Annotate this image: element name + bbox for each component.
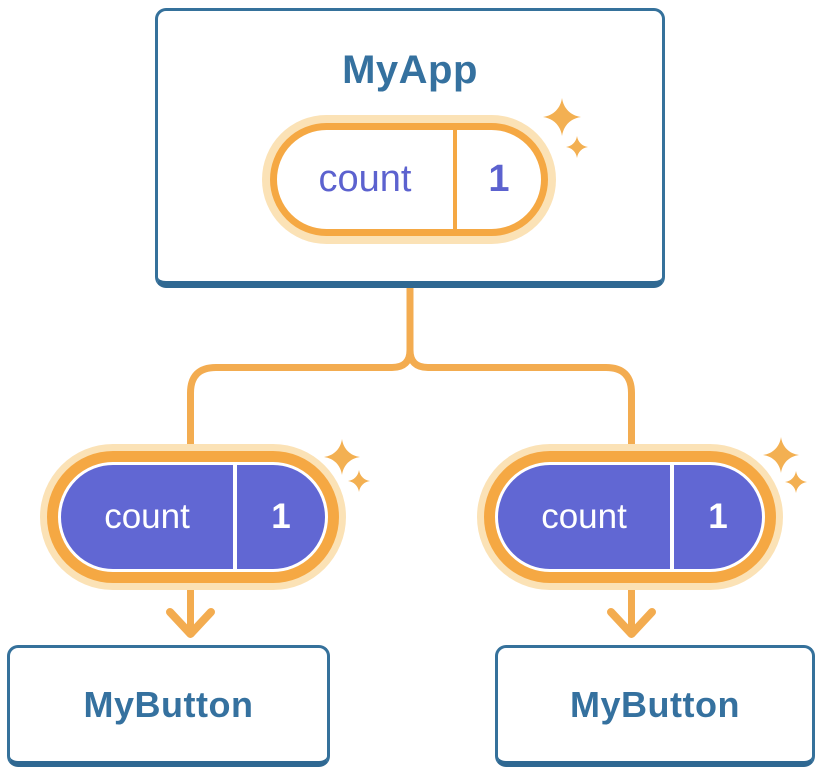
sparkle-icon — [763, 437, 799, 473]
sparkle-icon — [324, 439, 360, 475]
state-label-cell: count — [277, 130, 453, 229]
state-label-cell: count — [61, 465, 233, 569]
state-value: 1 — [488, 158, 510, 200]
state-pill-child-left: count 1 — [58, 462, 328, 572]
state-value: 1 — [708, 497, 728, 536]
state-value-cell: 1 — [233, 465, 325, 569]
state-label-cell: count — [498, 465, 670, 569]
state-value-cell: 1 — [670, 465, 762, 569]
state-label: count — [541, 497, 627, 536]
state-pill-root: count 1 — [270, 123, 548, 236]
connector-branch-right — [406, 282, 635, 628]
state-label: count — [104, 497, 190, 536]
arrowhead-left-icon — [166, 608, 215, 638]
connector-branch-left — [187, 282, 414, 628]
state-label: count — [318, 158, 412, 200]
arrowhead-right-icon — [607, 608, 656, 638]
state-value: 1 — [271, 497, 291, 536]
component-card-mybutton-left: MyButton — [7, 645, 330, 767]
component-title-mybutton-left: MyButton — [83, 683, 254, 725]
component-card-mybutton-right: MyButton — [495, 645, 815, 767]
sparkle-icon — [348, 470, 370, 492]
sparkle-icon — [785, 471, 807, 493]
state-pill-child-right: count 1 — [495, 462, 765, 572]
component-title-myapp: MyApp — [342, 48, 478, 92]
state-value-cell: 1 — [453, 130, 541, 229]
component-title-mybutton-right: MyButton — [570, 683, 740, 725]
